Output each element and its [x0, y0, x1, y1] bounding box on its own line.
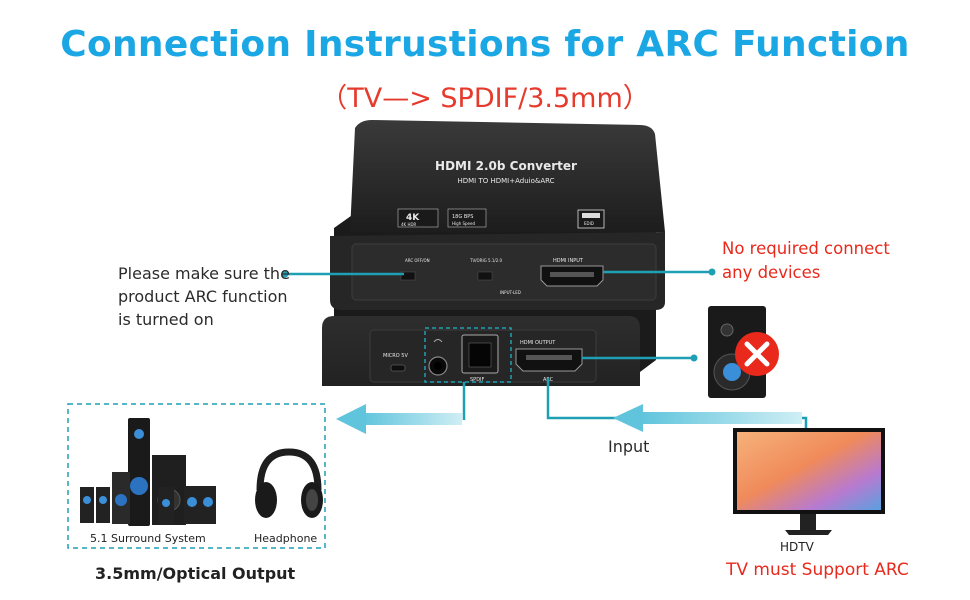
- arc-switch: [400, 271, 416, 281]
- badge-4k-sub: 4K HDR: [401, 222, 417, 227]
- speaker-not-required-icon: [708, 306, 779, 398]
- input-label: Input: [608, 437, 650, 456]
- arc-note-line-3: is turned on: [118, 310, 214, 329]
- arc-switch-label: ARC OFF/ON: [405, 258, 430, 263]
- badge-speed-sub: High Speed: [452, 221, 475, 226]
- upper-box-top: [350, 120, 665, 232]
- hdmi-output-label: HDMI OUTPUT: [520, 340, 556, 346]
- surround-system-icon: [80, 418, 216, 526]
- arc-note-line-1: Please make sure the: [118, 264, 290, 283]
- input-led-label: INPUT-LED: [500, 290, 521, 295]
- tv-arc-note: TV must Support ARC: [726, 560, 909, 580]
- badge-4k: 4K: [406, 213, 420, 223]
- output-devices-box: [67, 403, 326, 549]
- tv-caption: HDTV: [780, 540, 814, 554]
- spdif-label: SPDIF: [470, 377, 485, 383]
- converter-device: HDMI 2.0b Converter HDMI TO HDMI+Aduio&A…: [322, 120, 665, 386]
- micro-usb-label: MICRO 5V: [383, 353, 408, 359]
- badge-speed: 18G BPS: [452, 214, 473, 220]
- no-connect-note: No required connect any devices: [722, 237, 942, 285]
- device-top-title: HDMI 2.0b Converter: [435, 159, 577, 173]
- arc-function-note: Please make sure the product ARC functio…: [118, 262, 318, 331]
- badge-edid: EDID: [584, 221, 594, 226]
- no-connect-line-1: No required connect: [722, 239, 890, 258]
- surround-caption: 5.1 Surround System: [90, 532, 206, 545]
- arrow-input: [613, 404, 802, 432]
- page-title: Connection Instrustions for ARC Function: [60, 24, 910, 65]
- arc-note-line-2: product ARC function: [118, 287, 288, 306]
- output-section-caption: 3.5mm/Optical Output: [95, 564, 296, 583]
- page-subtitle: （TV—> SPDIF/3.5mm）: [320, 83, 650, 114]
- headphone-icon: [255, 448, 323, 518]
- micro-usb-port: [390, 364, 406, 372]
- output-ports-highlight: [424, 327, 512, 383]
- hdtv-icon: [733, 428, 885, 535]
- hdmi-input-label: HDMI INPUT: [553, 258, 584, 264]
- no-connect-line-2: any devices: [722, 263, 821, 282]
- arrow-to-output: [336, 404, 462, 434]
- headphone-caption: Headphone: [254, 532, 318, 545]
- mode-switch: [477, 271, 493, 281]
- device-top-subtitle: HDMI TO HDMI+Aduio&ARC: [457, 177, 554, 185]
- mode-switch-label: TV/ORIG 5.1/2.0: [469, 258, 503, 263]
